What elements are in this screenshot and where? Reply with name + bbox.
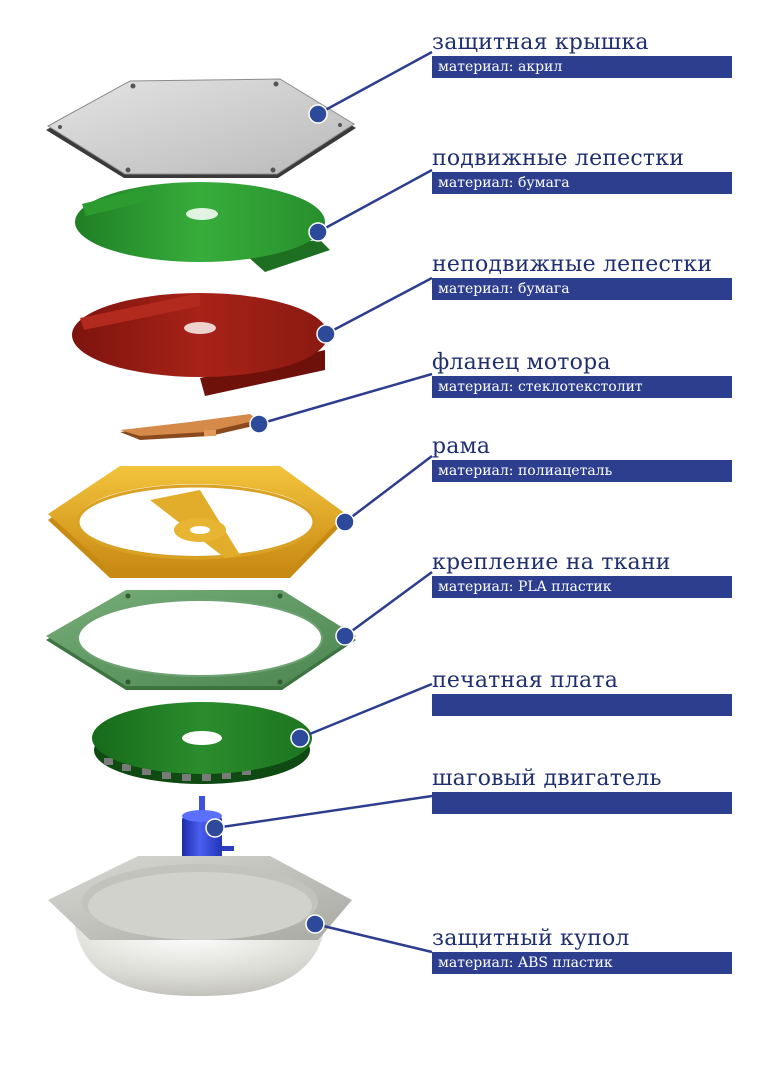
callout-dot-1 <box>308 104 328 124</box>
callout-moving-petals: подвижные лепестки материал: бумага <box>432 146 732 194</box>
leader-lines <box>214 50 433 954</box>
callout-title: защитный купол <box>432 926 630 951</box>
leader-line-2 <box>317 168 433 234</box>
callout-material: материал: стеклотекстолит <box>432 376 732 398</box>
callout-fixed-petals: неподвижные лепестки материал: бумага <box>432 252 732 300</box>
callout-motor-flange: фланец мотора материал: стеклотекстолит <box>432 350 732 398</box>
callout-dot-9 <box>305 914 325 934</box>
callout-dot-8 <box>205 818 225 838</box>
pcb-part <box>92 702 312 784</box>
callout-stepper-motor: шаговый двигатель <box>432 766 732 814</box>
callout-pcb: печатная плата <box>432 668 732 716</box>
callout-material: материал: бумага <box>432 172 732 194</box>
leader-line-8 <box>214 794 433 830</box>
callout-material: материал: акрил <box>432 56 732 78</box>
protective-cover-part <box>46 78 356 178</box>
callout-title: крепление на ткани <box>432 550 671 575</box>
callout-dot-6 <box>335 626 355 646</box>
frame-part <box>48 466 346 578</box>
callout-dot-4 <box>249 414 269 434</box>
callout-dot-3 <box>316 324 336 344</box>
callout-title: рама <box>432 434 491 459</box>
callout-title: печатная плата <box>432 668 619 693</box>
callout-title: фланец мотора <box>432 350 611 375</box>
callout-title: шаговый двигатель <box>432 766 662 791</box>
callout-frame: рама материал: полиацеталь <box>432 434 732 482</box>
leader-line-5 <box>344 455 433 523</box>
callout-dot-2 <box>308 222 328 242</box>
leader-line-4 <box>258 372 433 426</box>
callout-dots <box>205 104 355 934</box>
leader-line-9 <box>314 922 433 954</box>
callout-title: неподвижные лепестки <box>432 252 713 277</box>
callout-material: материал: ABS пластик <box>432 952 732 974</box>
moving-petals-part <box>75 182 330 272</box>
protective-dome-part <box>48 856 352 997</box>
callout-material: материал: бумага <box>432 278 732 300</box>
callout-protective-cover: защитная крышка материал: акрил <box>432 30 732 78</box>
callout-material <box>432 792 732 814</box>
fixed-petals-part <box>72 293 328 396</box>
callout-dot-5 <box>335 512 355 532</box>
fabric-mount-part <box>46 590 356 690</box>
leader-line-3 <box>325 276 433 336</box>
callout-material <box>432 694 732 716</box>
leader-line-1 <box>317 50 433 116</box>
callout-fabric-mount: крепление на ткани материал: PLA пластик <box>432 550 732 598</box>
callout-protective-dome: защитный купол материал: ABS пластик <box>432 926 732 974</box>
leader-line-6 <box>344 570 433 638</box>
callout-material: материал: PLA пластик <box>432 576 732 598</box>
callout-title: подвижные лепестки <box>432 146 685 171</box>
callout-title: защитная крышка <box>432 30 649 55</box>
leader-line-7 <box>299 682 433 740</box>
callout-dot-7 <box>290 728 310 748</box>
motor-flange-part <box>120 414 262 440</box>
callout-material: материал: полиацеталь <box>432 460 732 482</box>
